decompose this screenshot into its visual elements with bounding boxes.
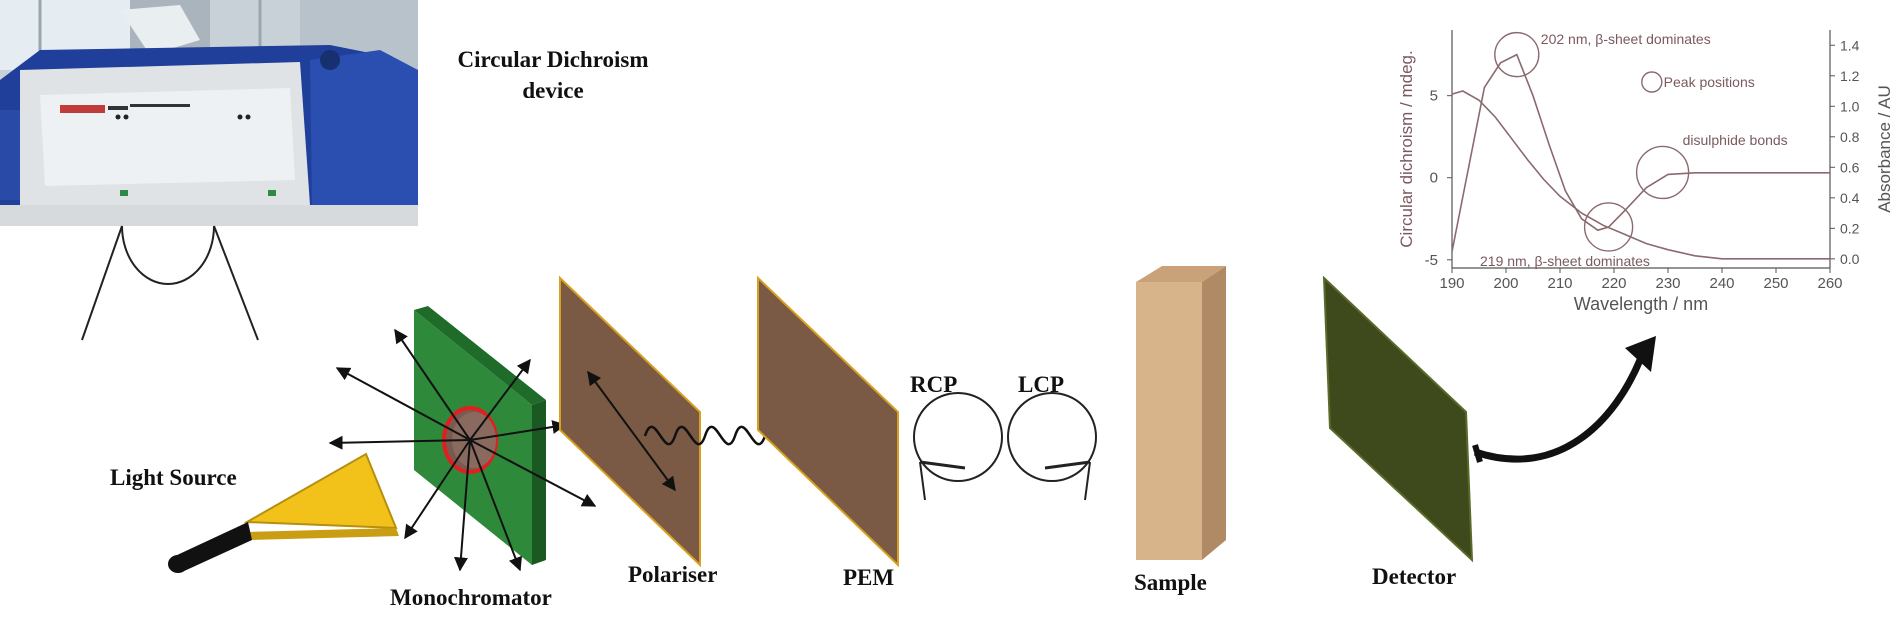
label-polariser: Polariser: [628, 562, 718, 587]
device-title-line1: Circular Dichroism: [457, 47, 649, 72]
label-pem: PEM: [843, 565, 895, 590]
chart-y2-tick-label: 1.4: [1840, 37, 1860, 53]
chart-y-tick-label: 0: [1430, 170, 1438, 187]
device-photo-drawing: [0, 0, 418, 226]
chart-y-axis-label: Circular dichroism / mdeg.: [1397, 50, 1416, 247]
chart-y2-tick-label: 0.2: [1840, 220, 1860, 236]
chart-x-tick-label: 240: [1709, 275, 1734, 292]
device-title: Circular Dichroism device: [428, 44, 678, 106]
chart-x-axis-label: Wavelength / nm: [1574, 294, 1708, 314]
label-rcp: RCP: [910, 372, 958, 397]
polarization-circles: [913, 392, 1097, 501]
chart-x-tick-label: 250: [1763, 275, 1788, 292]
chart-x-tick-label: 230: [1655, 275, 1680, 292]
polariser: [559, 275, 701, 568]
chart-y2-tick-label: 1.0: [1840, 98, 1860, 114]
output-arrow: [1472, 336, 1656, 463]
chart-y2-axis-label: Absorbance / AU: [1875, 85, 1894, 213]
chart-annotation-circle: [1583, 202, 1634, 252]
device-stand: [81, 225, 259, 341]
chart-legend-marker: [1641, 71, 1663, 93]
chart-y-tick-label: -5: [1425, 252, 1438, 269]
light-source: [168, 452, 399, 573]
chart-y2-tick-label: 0.8: [1840, 129, 1860, 145]
sample: [1136, 266, 1226, 560]
label-monochromator: Monochromator: [390, 585, 552, 610]
chart-series-line-2: [1451, 90, 1830, 260]
chart-annotation-label: 219 nm, β-sheet dominates: [1480, 253, 1650, 269]
cd-device-photo: [0, 0, 418, 226]
detector: [1322, 275, 1474, 563]
chart-legend-label: Peak positions: [1664, 74, 1755, 90]
chart-annotation-circle: [1635, 145, 1690, 200]
chart-annotation-label: disulphide bonds: [1683, 132, 1788, 148]
chart-series-line-1: [1451, 53, 1830, 252]
chart-x-tick-label: 210: [1547, 275, 1572, 292]
chart-y-tick-label: 5: [1430, 88, 1438, 105]
chart-y2-tick-label: 0.6: [1840, 159, 1860, 175]
device-title-line2: device: [522, 78, 584, 103]
pem: [757, 275, 899, 568]
chart-x-tick-label: 220: [1601, 275, 1626, 292]
chart-x-tick-label: 190: [1439, 275, 1464, 292]
label-lcp: LCP: [1018, 372, 1064, 397]
dispersion-arrows: [328, 328, 597, 572]
chart-annotation-label: 202 nm, β-sheet dominates: [1541, 31, 1711, 47]
label-detector: Detector: [1372, 564, 1457, 589]
chart-annotation-circle: [1494, 31, 1540, 78]
chart-y2-tick-label: 0.0: [1840, 251, 1860, 267]
label-light-source: Light Source: [110, 465, 237, 490]
label-sample: Sample: [1134, 570, 1207, 595]
chart-y2-tick-label: 0.4: [1840, 190, 1860, 206]
chart-y2-tick-label: 1.2: [1840, 68, 1860, 84]
chart-x-tick-label: 200: [1493, 275, 1518, 292]
chart-x-tick-label: 260: [1817, 275, 1842, 292]
